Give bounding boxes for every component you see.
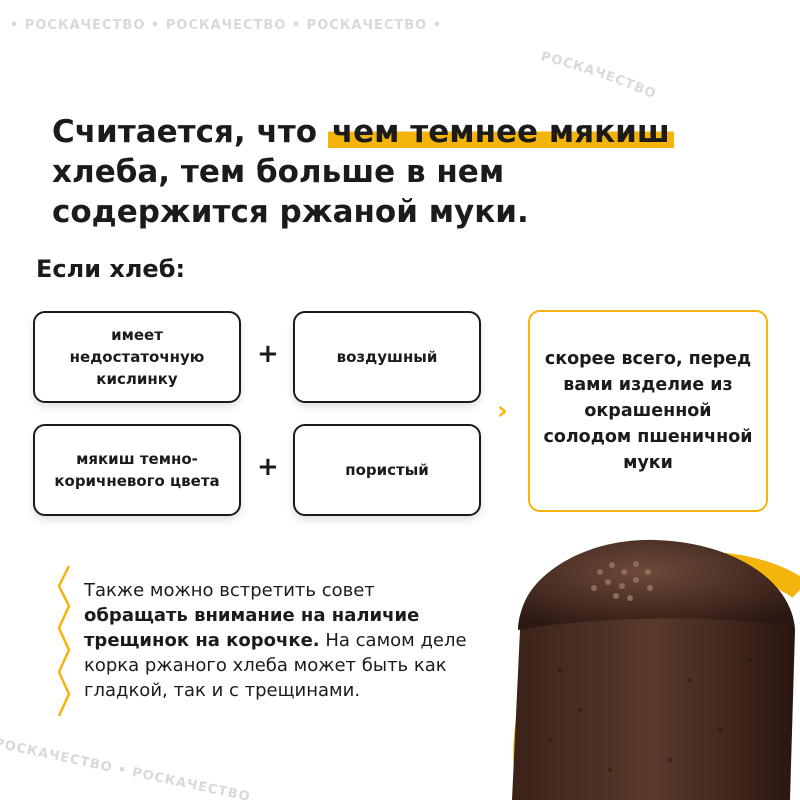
result-text: скорее всего, перед вами изделие из окра… [543,349,753,473]
plus-sign: + [257,339,279,369]
plus-sign: + [257,452,279,482]
note-bold: обращать внимание на наличие трещинок на… [84,605,420,651]
note-text: Также можно встретить совет обращать вни… [84,578,484,703]
condition-text: воздушный [336,348,438,366]
condition-text: мякиш темно-коричневого цвета [54,450,220,490]
headline-highlight: чем темнее мякиш [327,114,674,150]
headline: Считается, что чем темнее мякиш хлеба, т… [52,112,692,232]
svg-text:РОСКАЧЕСТВО: РОСКАЧЕСТВО [539,49,658,102]
condition-box-sourness: имеет недостаточную кислинку [33,311,241,403]
subhead: Если хлеб: [36,255,186,283]
condition-text: пористый [345,461,429,479]
watermark-bottom: РОСКАЧЕСТВО • РОСКАЧЕСТВО [0,736,252,805]
condition-box-airy: воздушный [293,311,481,403]
note-rest: На самом деле корка ржаного хлеба может … [84,630,467,701]
rye-bread-image [512,539,800,800]
condition-text: имеет недостаточную кислинку [69,326,205,388]
chevron-right-icon: › [497,396,508,426]
headline-part1: Считается, что [52,114,318,150]
watermark-arc-text: РОСКАЧЕСТВО [539,49,657,102]
headline-part2: хлеба, тем больше в нем содержится ржано… [52,154,529,230]
watermark-top: • РОСКАЧЕСТВО • РОСКАЧЕСТВО • РОСКАЧЕСТВ… [10,18,443,33]
condition-box-dark-crumb: мякиш темно-коричневого цвета [33,424,241,516]
note-lead: Также можно встретить совет [84,580,375,601]
condition-box-porous: пористый [293,424,481,516]
result-box: скорее всего, перед вами изделие из окра… [528,310,768,512]
zigzag-accent-icon [57,566,71,716]
